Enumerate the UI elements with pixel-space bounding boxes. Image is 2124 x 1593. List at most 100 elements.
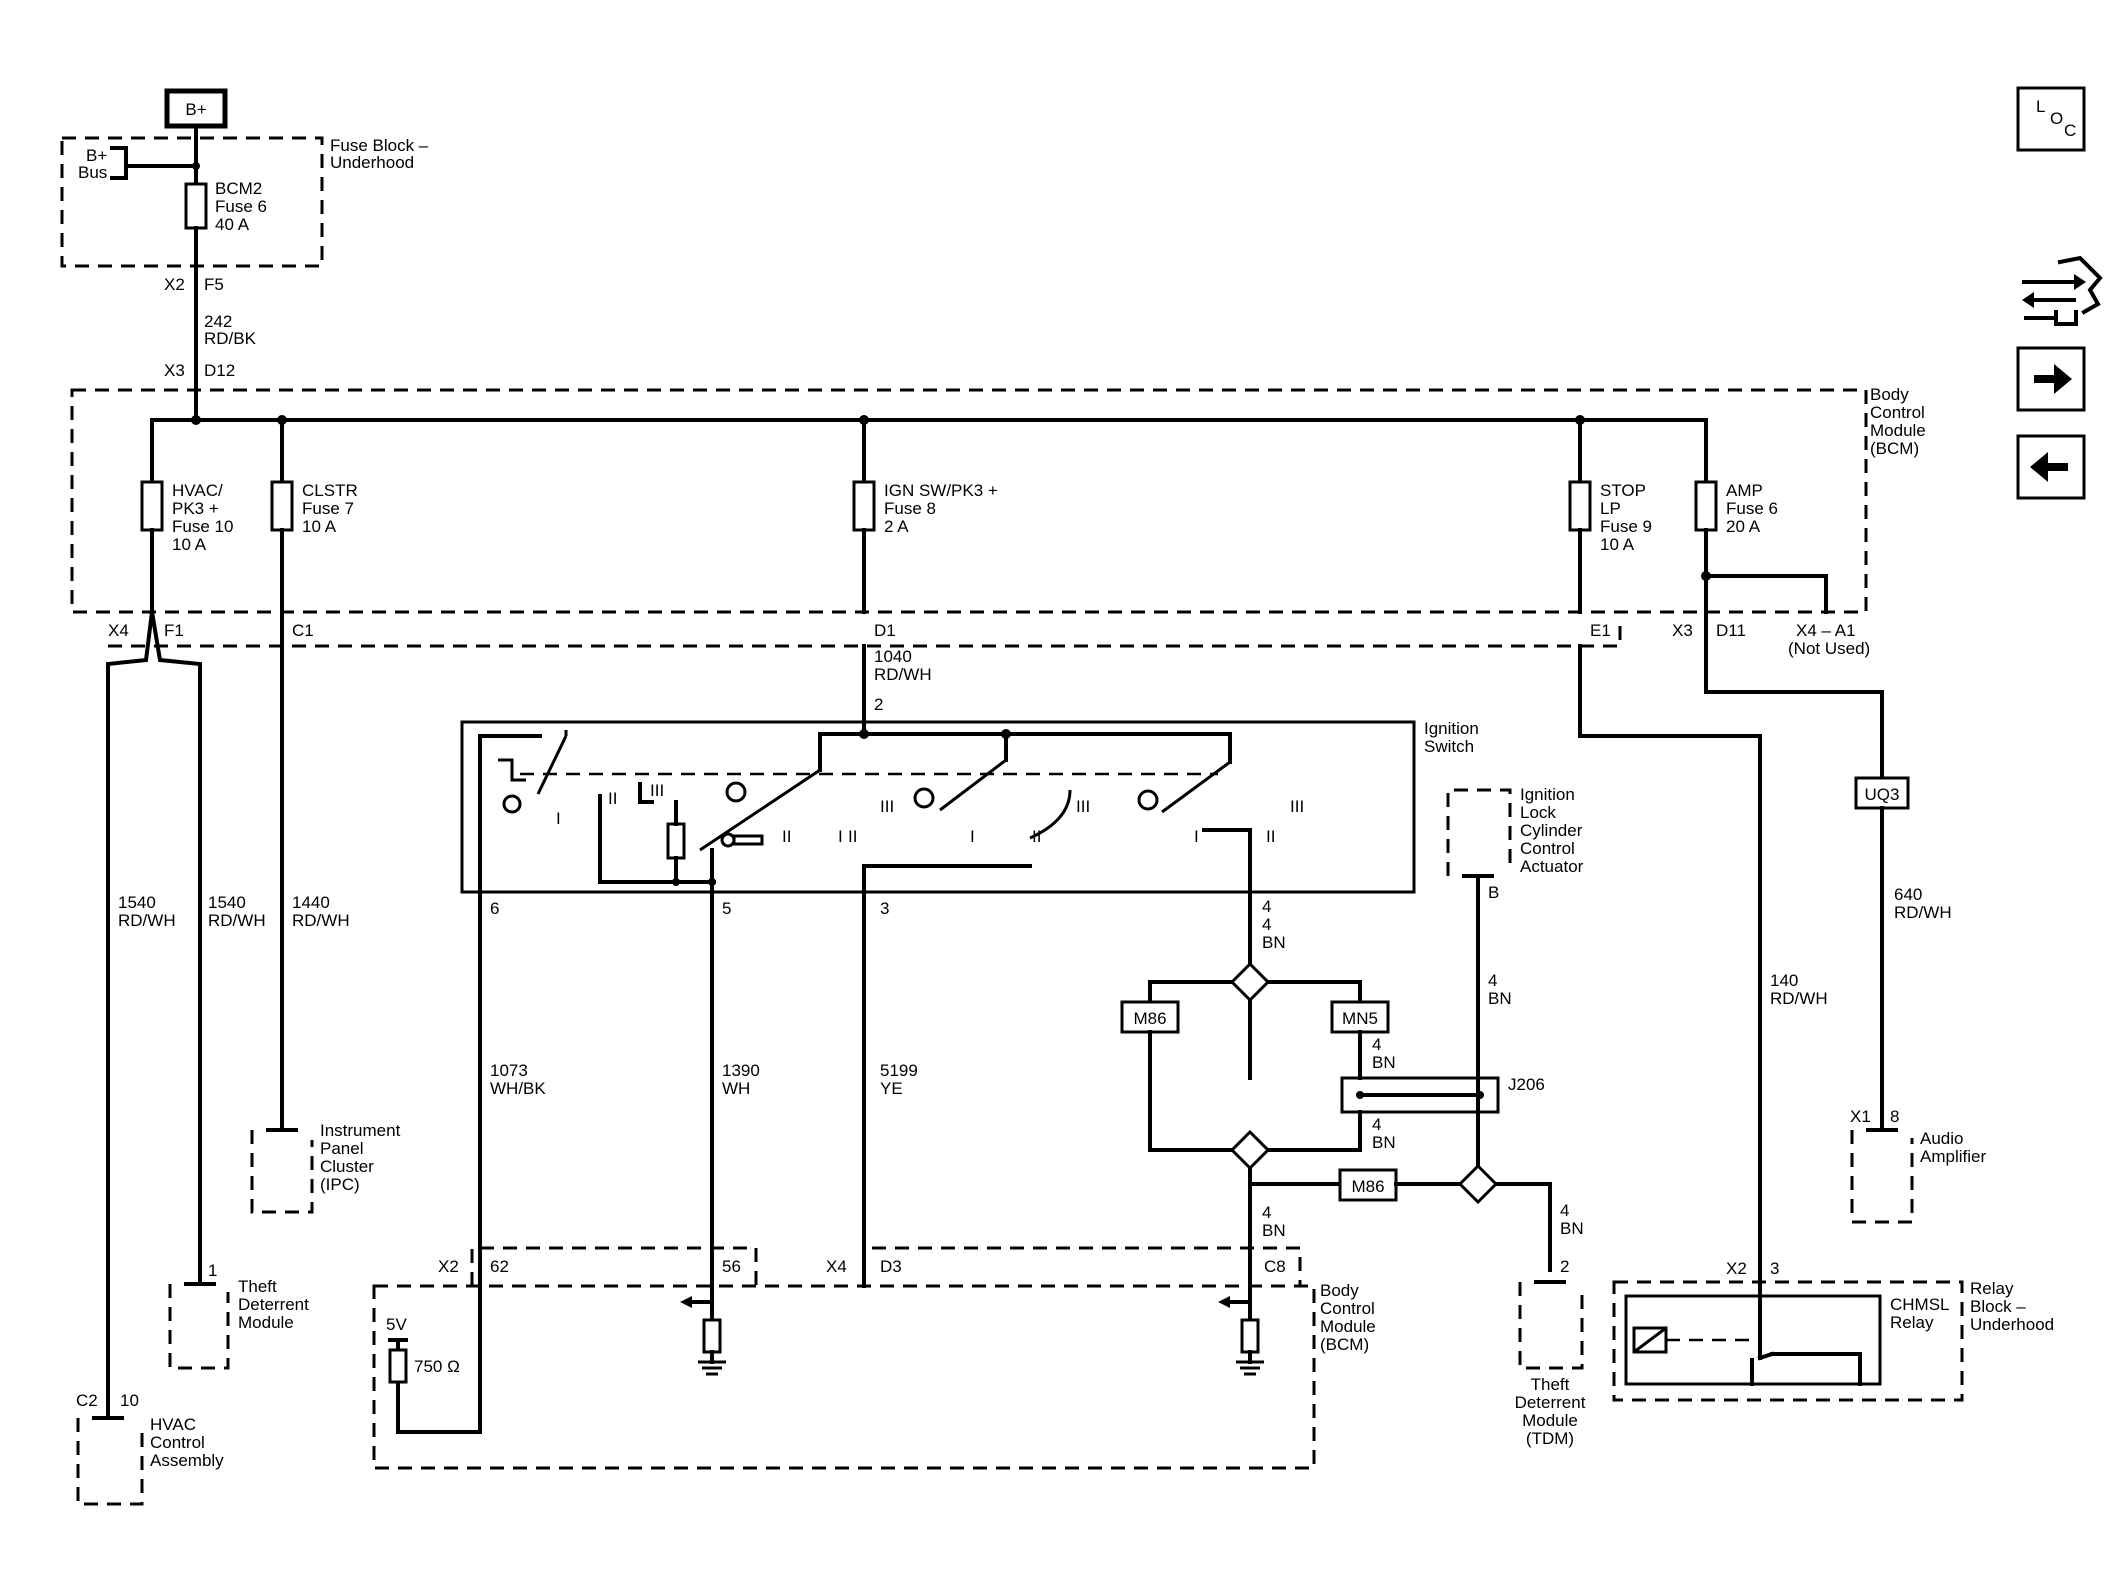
svg-text:I: I (970, 827, 975, 846)
resistor-750-label: 750 Ω (414, 1357, 460, 1376)
chmsl-label-1: CHMSL (1890, 1295, 1950, 1314)
pin-x4-top: X4 (108, 621, 129, 640)
tdm-left-pin: 1 (208, 1261, 217, 1280)
ipc-title-3: Cluster (320, 1157, 374, 1176)
bcm-bot-x2: X2 (438, 1257, 459, 1276)
wire-1040-circuit: 1040 (874, 647, 912, 666)
battery-label: B+ (185, 100, 206, 119)
svg-text:II: II (608, 789, 617, 808)
fuse-amp (1694, 480, 1718, 532)
pin-e1: E1 (1590, 621, 1611, 640)
chmsl-label-2: Relay (1890, 1313, 1934, 1332)
fuse-block-title-1: Fuse Block – (330, 136, 429, 155)
bus-label-1: B+ (86, 146, 107, 165)
relay-block-underhood (1612, 1280, 1964, 1402)
wire-bn-b-2: BN (1372, 1053, 1396, 1072)
ign-switch-title-2: Switch (1424, 737, 1474, 756)
fuse-hvac (140, 480, 164, 532)
hvac-title-2: Control (150, 1433, 205, 1452)
arrow-left-icon (2030, 452, 2048, 482)
ign-switch-title-1: Ignition (1424, 719, 1479, 738)
fuse-ign-line2: Fuse 8 (884, 499, 936, 518)
wire-1440-color: RD/WH (292, 911, 350, 930)
wire-bn-b-1: 4 (1372, 1035, 1381, 1054)
bcm-bottom-box (372, 1284, 1316, 1470)
key-lock-icon (498, 758, 526, 782)
fuse-stop-line3: Fuse 9 (1600, 517, 1652, 536)
wire-640-color: RD/WH (1894, 903, 1952, 922)
ipc-title-2: Panel (320, 1139, 363, 1158)
loc-l: L (2036, 97, 2045, 116)
bcm-top-title-3: Module (1870, 421, 1926, 440)
svg-text:II: II (848, 827, 857, 846)
relay-title-3: Underhood (1970, 1315, 2054, 1334)
loc-o: O (2050, 109, 2063, 128)
pin-f5: F5 (204, 275, 224, 294)
fuse-bcm2 (184, 182, 208, 230)
inline-uq3 (1854, 776, 1910, 810)
fuse-bcm2-line3: 40 A (215, 215, 250, 234)
fuse-block-title-2: Underhood (330, 153, 414, 172)
tdm-right-title-1: Theft (1531, 1375, 1570, 1394)
fuse-ign-line3: 2 A (884, 517, 909, 536)
tdm-left-title-1: Theft (238, 1277, 277, 1296)
splice-top (1229, 961, 1271, 1003)
fuse-hvac-line4: 10 A (172, 535, 207, 554)
bcm-bot-d3: D3 (880, 1257, 902, 1276)
lock-title-1: Ignition (1520, 785, 1575, 804)
hvac-conn: C2 (76, 1391, 98, 1410)
tdm-right-title-2: Deterrent (1515, 1393, 1586, 1412)
fuse-stop-line2: LP (1600, 499, 1621, 518)
fuse-bcm2-line2: Fuse 6 (215, 197, 267, 216)
svg-text:III: III (650, 781, 664, 800)
previous-page-button[interactable] (2016, 434, 2086, 500)
wire-bn-a-3: BN (1262, 933, 1286, 952)
ign-pin-6: 6 (490, 899, 499, 918)
fuse-stop-line1: STOP (1600, 481, 1646, 500)
fuse-ign-sw (852, 480, 876, 532)
fuse-block-underhood (60, 136, 324, 268)
wire-bn-f-1: 4 (1560, 1201, 1569, 1220)
uq3-label: UQ3 (1865, 785, 1900, 804)
fuse-amp-line2: Fuse 6 (1726, 499, 1778, 518)
ign-pin-2: 2 (874, 695, 883, 714)
bcm-bot-62: 62 (490, 1257, 509, 1276)
inline-mn5 (1330, 1000, 1390, 1034)
resistor-750 (388, 1348, 408, 1384)
fuse-amp-line3: 20 A (1726, 517, 1761, 536)
tdm-left-title-2: Deterrent (238, 1295, 309, 1314)
bcm-bot-title-4: (BCM) (1320, 1335, 1369, 1354)
pin-c1: C1 (292, 621, 314, 640)
svg-text:III: III (880, 797, 894, 816)
svg-text:I: I (556, 809, 561, 828)
pin-f1: F1 (164, 621, 184, 640)
wire-242-color: RD/BK (204, 329, 257, 348)
m86-left-label: M86 (1133, 1009, 1166, 1028)
connector-wrench-icon[interactable] (2022, 255, 2103, 326)
pin-x3-top: X3 (1672, 621, 1693, 640)
splice-bottom (1229, 1129, 1271, 1171)
relay-title-2: Block – (1970, 1297, 2026, 1316)
wire-5199-circuit: 5199 (880, 1061, 918, 1080)
wire-1073-color: WH/BK (490, 1079, 546, 1098)
fuse-clstr-line3: 10 A (302, 517, 337, 536)
svg-text:II: II (1266, 827, 1275, 846)
amp-pin: 8 (1890, 1107, 1899, 1126)
pin-d11: D11 (1716, 621, 1746, 640)
ipc-title-4: (IPC) (320, 1175, 360, 1194)
wire-bn-e-1: 4 (1488, 971, 1497, 990)
wire-bn-f-2: BN (1560, 1219, 1584, 1238)
fuse-ign-line1: IGN SW/PK3 + (884, 481, 998, 500)
bcm-bot-56: 56 (722, 1257, 741, 1276)
lock-title-3: Cylinder (1520, 821, 1583, 840)
wire-bn-d-2: BN (1262, 1221, 1286, 1240)
mn5-label: MN5 (1342, 1009, 1378, 1028)
next-page-button[interactable] (2016, 346, 2086, 412)
hvac-title-1: HVAC (150, 1415, 196, 1434)
fuse-stop-lp (1568, 480, 1592, 532)
location-button[interactable]: L O C (2016, 86, 2086, 152)
wire-bn-d-1: 4 (1262, 1203, 1271, 1222)
lock-title-2: Lock (1520, 803, 1556, 822)
conn-x2: X2 (164, 275, 185, 294)
